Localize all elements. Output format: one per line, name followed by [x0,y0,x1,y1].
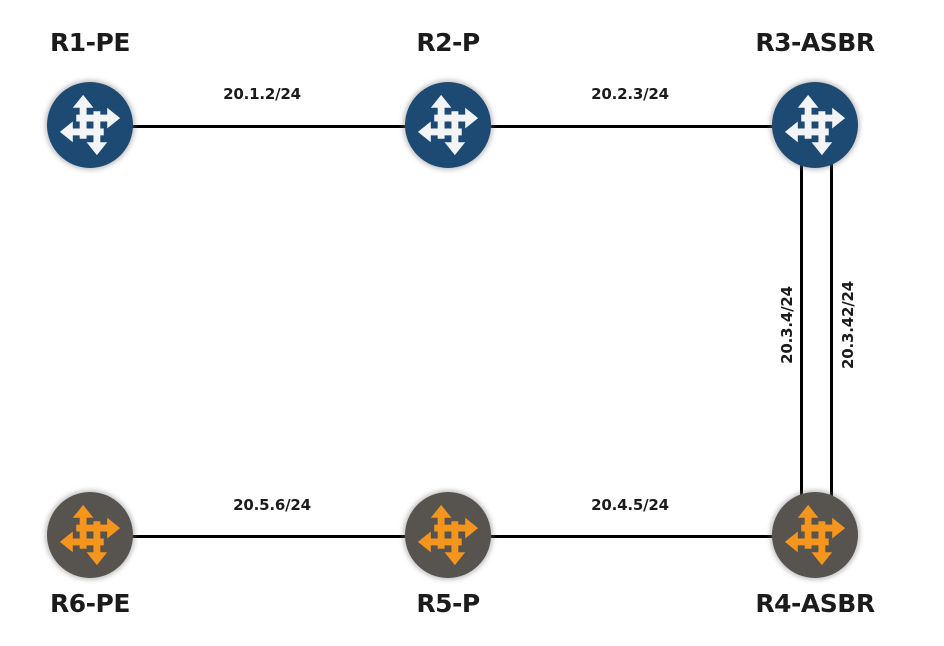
link-r3-r4 [800,162,803,498]
router-node-r4[interactable] [772,492,858,578]
router-node-r6[interactable] [47,492,133,578]
link-r5-r4 [484,535,779,538]
router-arrows-icon [784,504,846,566]
link-r6-r5 [126,535,412,538]
router-node-r1[interactable] [47,82,133,168]
router-node-r3[interactable] [772,82,858,168]
link-r1-r2 [126,125,412,128]
link-label-l12: 20.1.2/24 [220,85,304,103]
router-label-r3: R3-ASBR [755,28,875,57]
link-label-l23: 20.2.3/24 [588,85,672,103]
router-arrows-icon [784,94,846,156]
router-disc [47,492,133,578]
router-disc [405,82,491,168]
router-label-r4: R4-ASBR [755,589,875,618]
router-arrows-icon [417,504,479,566]
router-disc [772,492,858,578]
router-arrows-icon [59,504,121,566]
router-label-r2: R2-P [416,28,480,57]
router-node-r2[interactable] [405,82,491,168]
link-label-l34b: 20.3.42/24 [839,278,857,372]
link-label-l65: 20.5.6/24 [230,496,314,514]
router-disc [47,82,133,168]
router-arrows-icon [59,94,121,156]
link-r3-r4 [830,162,833,498]
router-node-r5[interactable] [405,492,491,578]
link-label-l54: 20.4.5/24 [588,496,672,514]
router-label-r5: R5-P [416,589,480,618]
link-label-l34a: 20.3.4/24 [778,283,796,367]
router-label-r1: R1-PE [50,28,130,57]
router-arrows-icon [417,94,479,156]
router-label-r6: R6-PE [50,589,130,618]
router-disc [772,82,858,168]
link-r2-r3 [484,125,779,128]
router-disc [405,492,491,578]
